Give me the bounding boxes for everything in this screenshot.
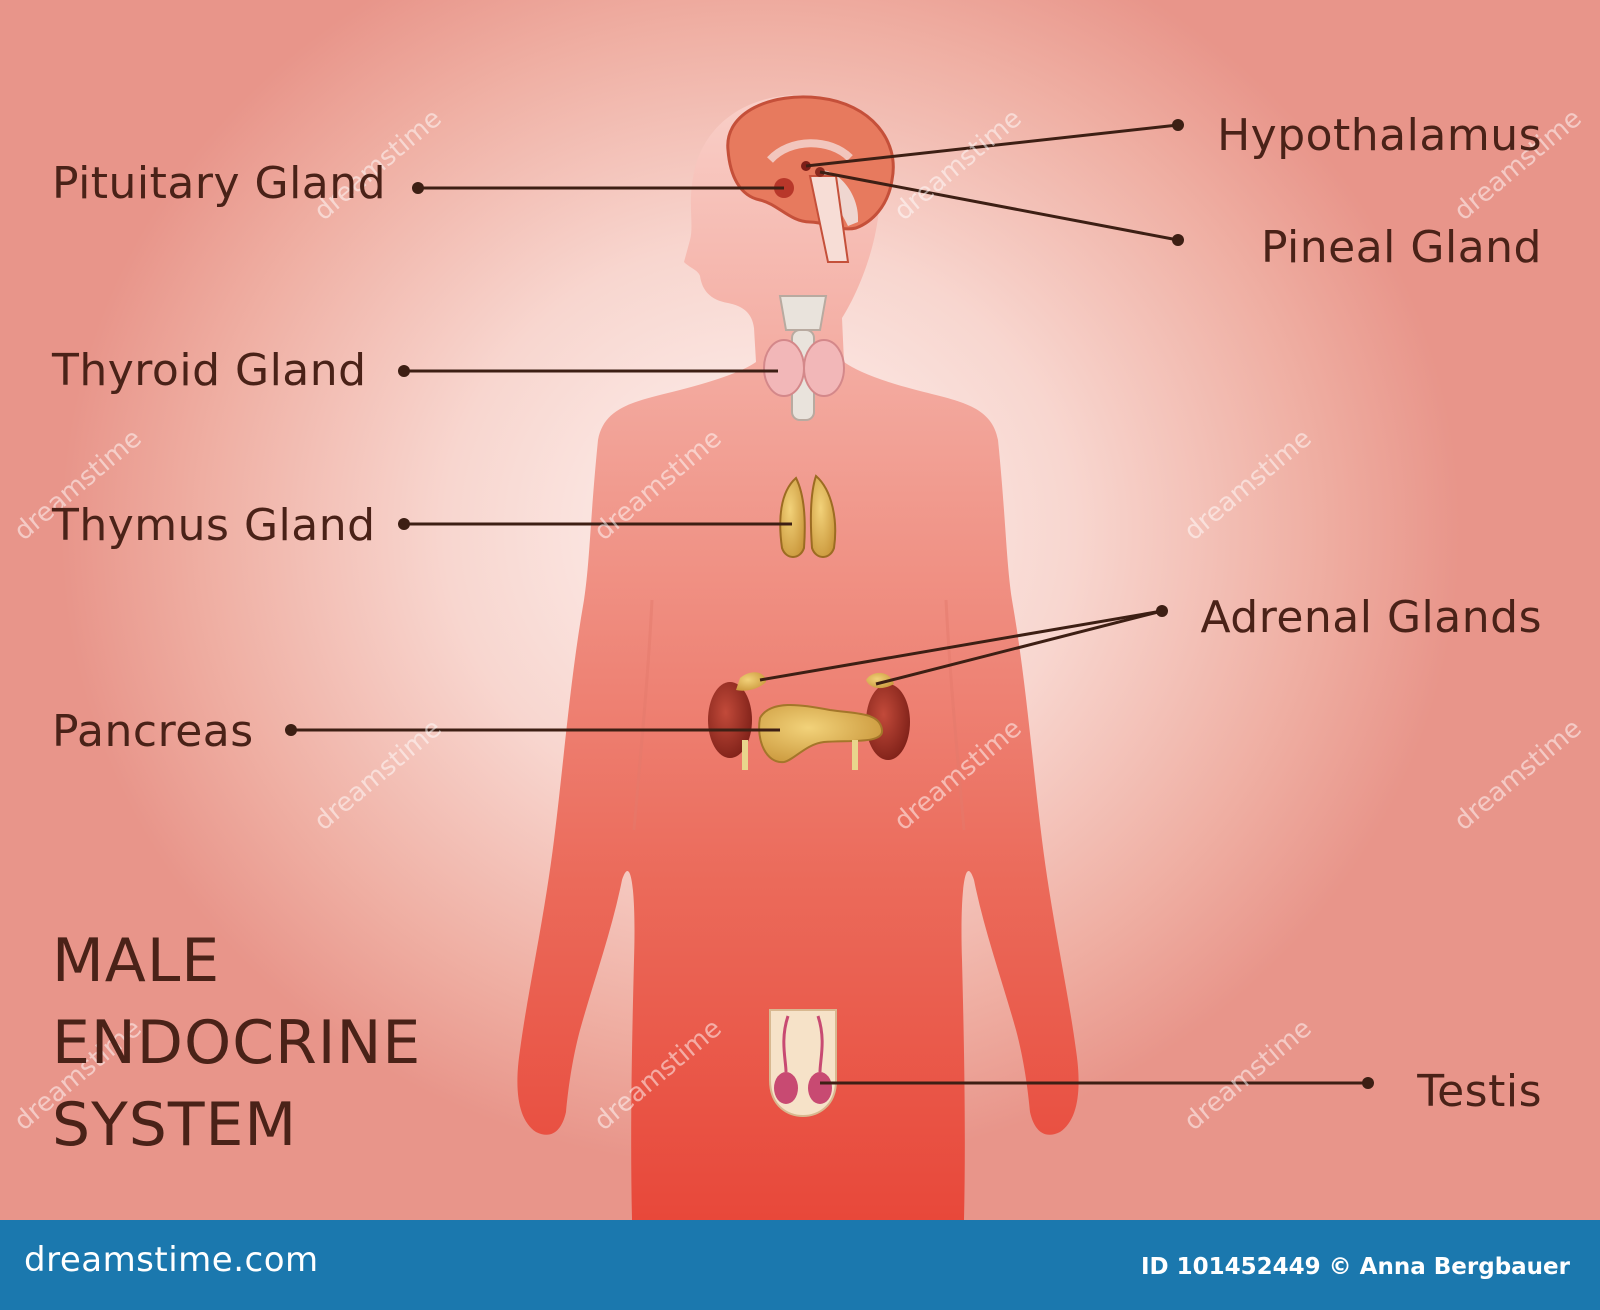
pancreas-shape [758,704,883,764]
abdominal-organs-illustration [708,672,910,770]
leader-hypothalamus [805,123,1179,168]
body-diagram [285,95,1374,1220]
leader-adrenal-left [759,609,1163,682]
left-arm-contour [632,599,654,831]
poster-background: dreamstime dreamstime dreamstime dreamst… [0,0,1600,1220]
title-line-1: MALE [52,926,221,996]
right-kidney [866,684,910,760]
label-pancreas: Pancreas [52,706,254,757]
label-pituitary-gland: Pituitary Gland [52,158,387,209]
label-thyroid-gland: Thyroid Gland [52,345,367,396]
body-silhouette [517,95,1079,1220]
thymus-illustration [779,474,837,558]
right-testis [808,1072,832,1104]
thyroid-illustration [763,295,845,421]
leader-adrenal-right [875,609,1163,686]
footer-image-id-credit: ID 101452449 © Anna Bergbauer [1140,1254,1570,1280]
label-pineal-gland: Pineal Gland [1260,222,1542,273]
label-thymus-gland: Thymus Gland [52,500,376,551]
footer-logo[interactable]: dreamstime.com [24,1240,319,1280]
brain-illustration [726,95,895,263]
diagram-title: MALE ENDOCRINE SYSTEM [52,920,421,1166]
testis-illustration [769,1009,837,1118]
label-testis: Testis [1417,1066,1542,1117]
left-adrenal-gland [736,672,766,691]
right-arm-contour [944,599,966,831]
label-hypothalamus: Hypothalamus [1217,110,1542,161]
left-kidney [708,682,752,758]
label-adrenal-glands: Adrenal Glands [1200,592,1542,643]
leader-lines [285,119,1374,1089]
footer-bar: dreamstime.com ID 101452449 © Anna Bergb… [0,1220,1600,1310]
title-line-2: ENDOCRINE [52,1008,422,1078]
left-testis [774,1072,798,1104]
leader-pineal [819,170,1179,242]
title-line-3: SYSTEM [52,1090,298,1160]
right-adrenal-gland [866,672,894,689]
